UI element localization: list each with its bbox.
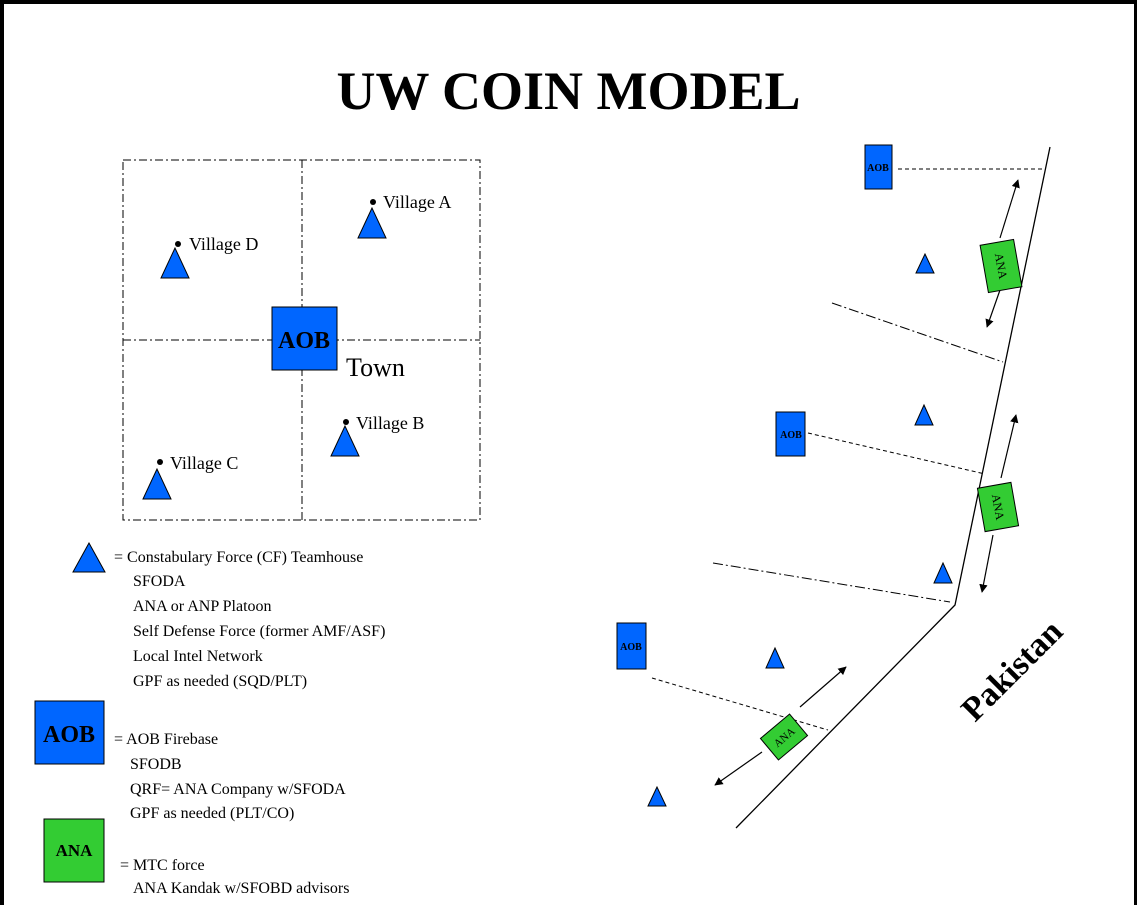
village-d-triangle	[160, 246, 190, 279]
border-aob-1	[864, 144, 893, 190]
slide-border-right	[1134, 0, 1137, 905]
village-b-triangle	[330, 424, 360, 457]
legend-aob-item: QRF= ANA Company w/SFODA	[130, 781, 346, 798]
border-line	[735, 146, 1051, 829]
border-aob-3	[616, 622, 647, 670]
slide-border-top	[0, 0, 1137, 4]
border-cf-triangle-3	[933, 561, 953, 584]
border-aob-boxes	[616, 144, 893, 670]
border-cf-triangle-4	[765, 646, 785, 669]
legend-cf-item: = Constabulary Force (CF) Teamhouse	[114, 549, 364, 566]
patrol-arrows	[714, 179, 1020, 786]
legend-cf-item: SFODA	[133, 573, 186, 590]
svg-text:ANA: ANA	[989, 493, 1007, 521]
legend-ana-box-label: ANA	[56, 841, 94, 860]
border-aob-1-label: AOB	[867, 163, 889, 174]
legend-aob-box	[34, 700, 105, 765]
slide-title: UW COIN MODEL	[336, 61, 801, 121]
village-c-label: Village C	[170, 453, 238, 473]
legend-cf-item: ANA or ANP Platoon	[133, 598, 272, 615]
border-aob-3-label: AOB	[620, 642, 642, 653]
legend-aob-item: SFODB	[130, 756, 182, 773]
village-d-label: Village D	[189, 234, 258, 254]
legend-cf-triangle	[72, 541, 106, 573]
center-aob-box	[271, 306, 338, 371]
legend-ana-item: ANA Kandak w/SFOBD advisors	[133, 880, 350, 897]
ana-box-1: ANA	[979, 238, 1023, 294]
center-aob-label: AOB	[278, 328, 330, 354]
border-triangles	[647, 252, 953, 807]
village-c-triangle	[142, 467, 172, 500]
village-b-dot	[343, 419, 349, 425]
svg-text:ANA: ANA	[992, 252, 1010, 280]
legend-ana-box	[43, 818, 105, 883]
sector-boundaries	[712, 302, 1004, 603]
slide-border-left	[0, 0, 4, 905]
pakistan-label: Pakistan	[954, 613, 1070, 729]
border-cf-triangle-1	[915, 252, 935, 274]
legend-aob-item: = AOB Firebase	[114, 731, 219, 748]
legend-aob-box-label: AOB	[43, 722, 95, 748]
legend-cf-item: Self Defense Force (former AMF/ASF)	[133, 623, 386, 640]
village-a-triangle	[357, 206, 387, 239]
village-d-dot	[175, 241, 181, 247]
aob-connector-lines	[651, 168, 1044, 731]
village-b-label: Village B	[356, 413, 424, 433]
ana-box-2: ANA	[976, 481, 1020, 533]
border-cf-triangle-2	[914, 403, 934, 426]
town-label: Town	[346, 353, 405, 382]
map-triangles	[142, 206, 387, 500]
legend-aob-item: GPF as needed (PLT/CO)	[130, 805, 295, 822]
legend-ana-item: = MTC force	[120, 857, 205, 874]
border-aob-2-label: AOB	[780, 430, 802, 441]
village-c-dot	[157, 459, 163, 465]
ana-box-3: ANA	[759, 713, 809, 761]
border-cf-triangle-5	[647, 785, 667, 807]
legend-cf-item: Local Intel Network	[133, 648, 263, 665]
border-aob-2	[775, 411, 806, 457]
village-a-dot	[370, 199, 376, 205]
legend-cf-item: GPF as needed (SQD/PLT)	[133, 673, 308, 690]
village-a-label: Village A	[383, 192, 451, 212]
